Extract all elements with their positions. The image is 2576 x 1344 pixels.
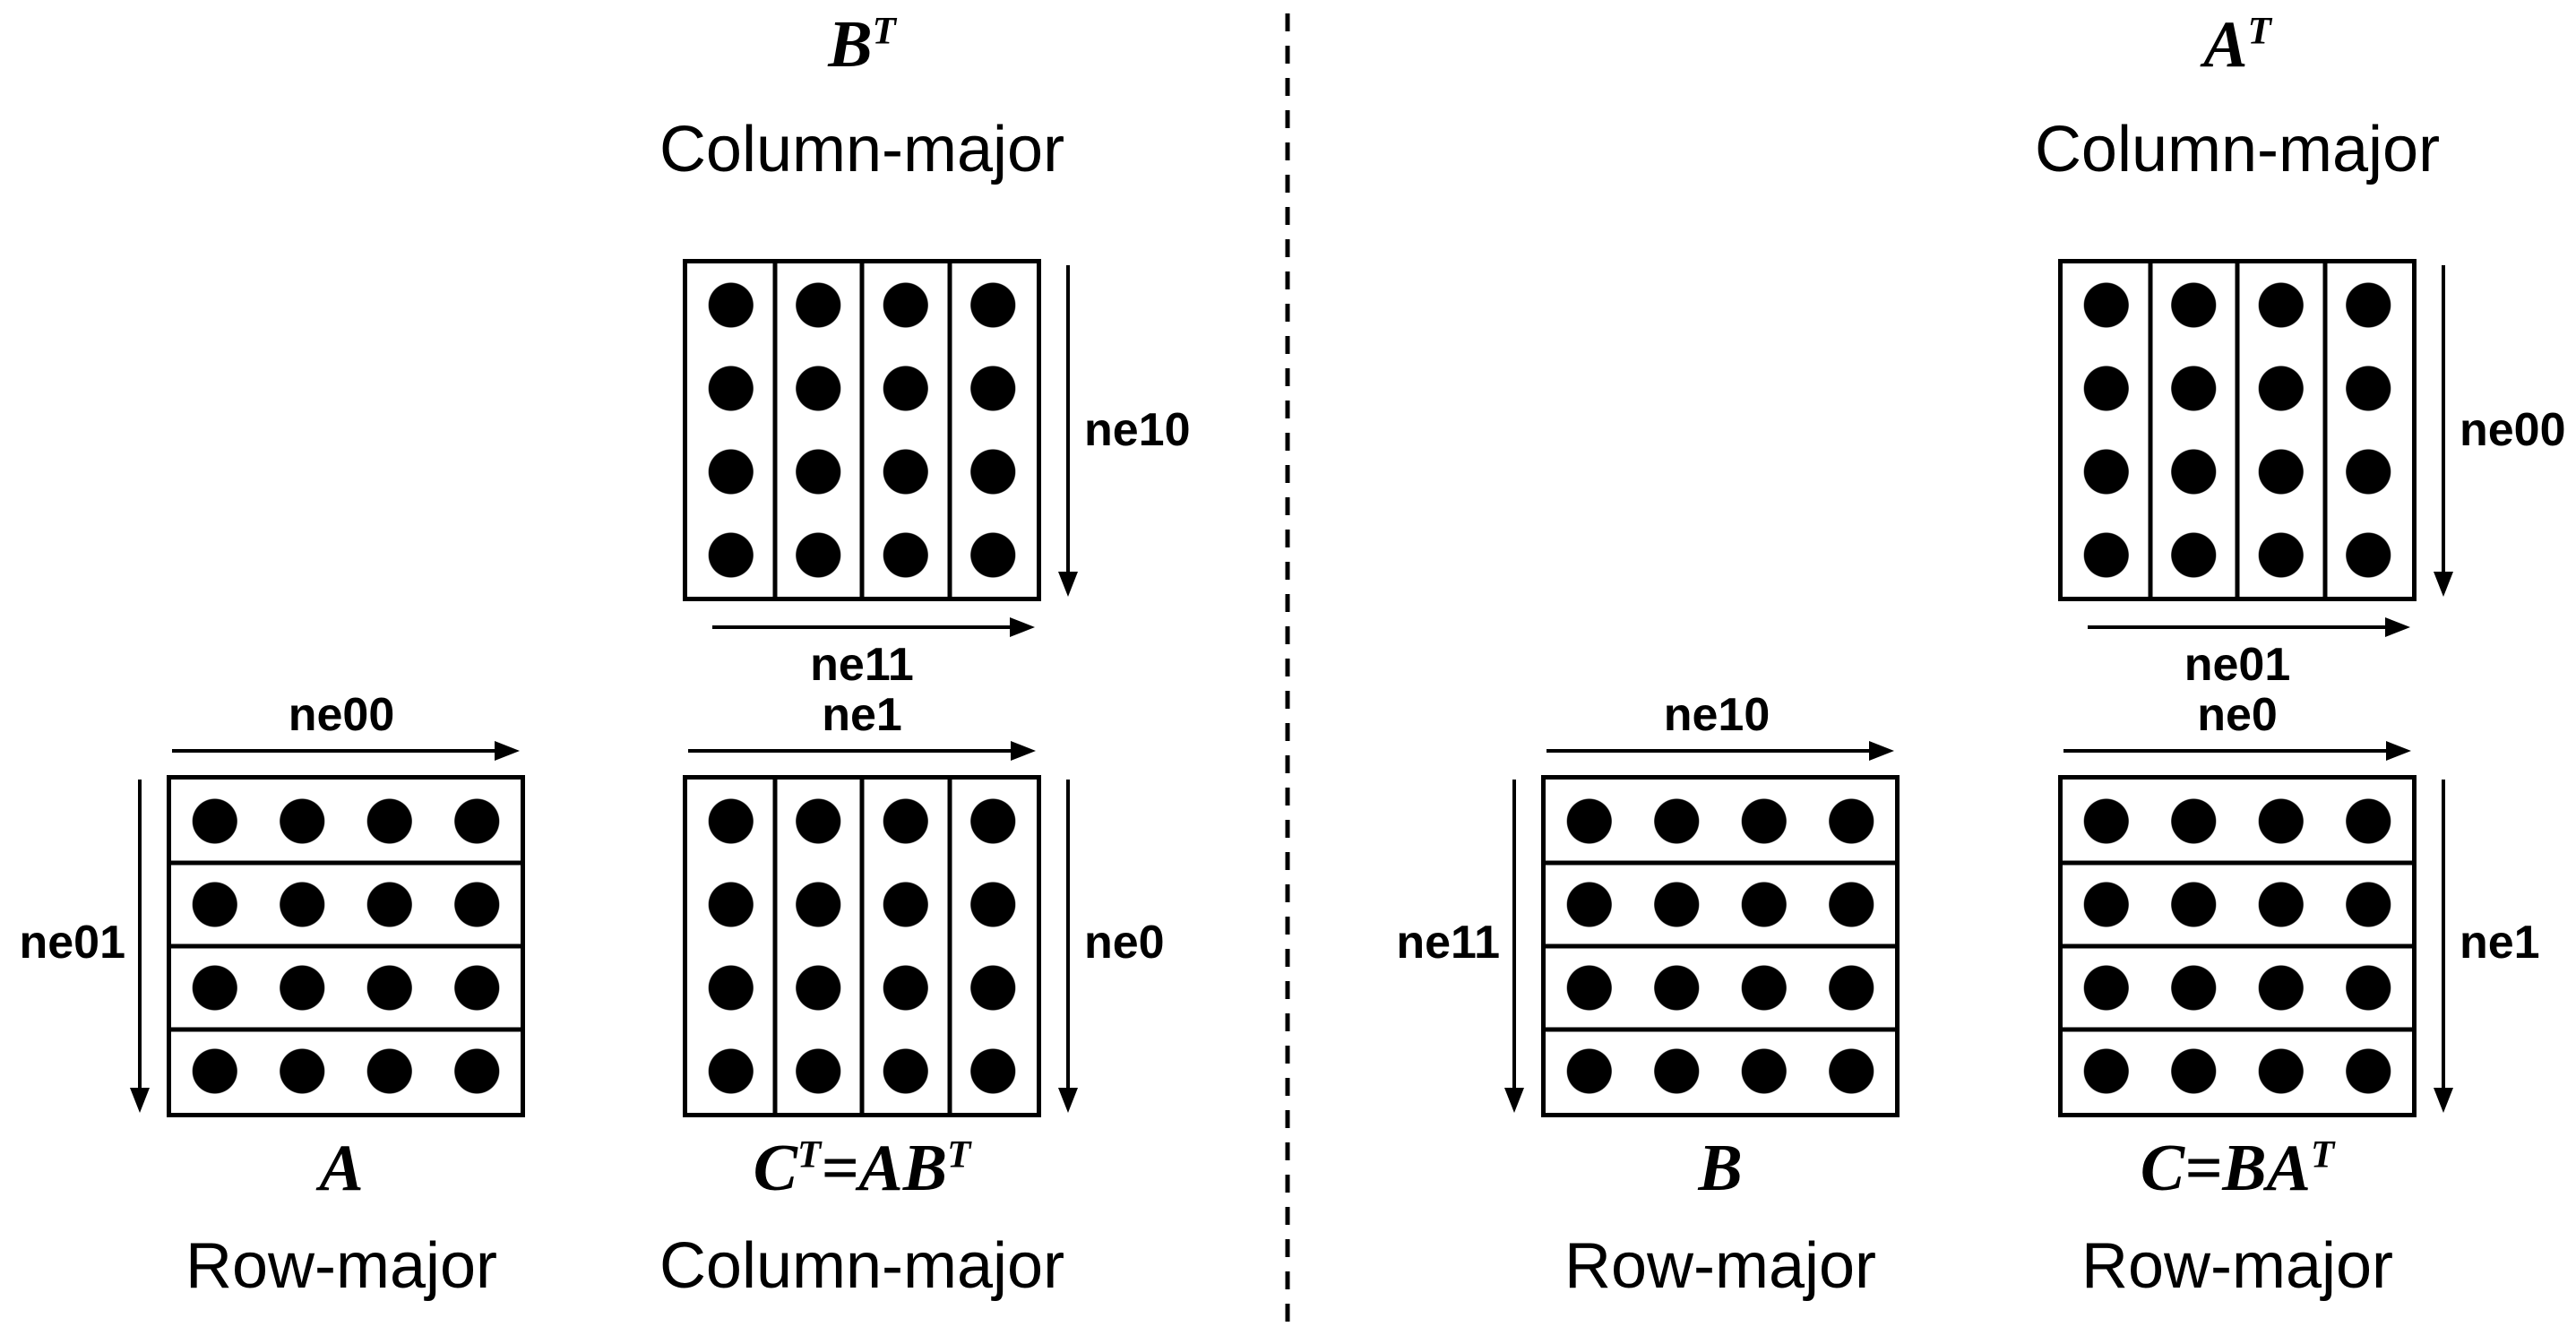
ne00-right-arrow-head <box>2434 572 2453 597</box>
matrix-a <box>167 775 525 1117</box>
axis-label-ne00: ne00 <box>288 689 395 741</box>
row-divider <box>2063 860 2412 866</box>
axis-label-ne11: ne11 <box>810 639 914 691</box>
row-divider <box>2063 1027 2412 1032</box>
axis-label-ne1: ne1 <box>822 689 902 741</box>
layout-label-b: Row-major <box>1564 1230 1877 1302</box>
matrix-title-a-transpose: AT <box>2203 8 2271 82</box>
column-divider <box>772 780 777 1113</box>
row-divider <box>1546 1027 1895 1032</box>
matrix-a-transpose <box>2058 259 2417 601</box>
row-divider <box>2063 943 2412 949</box>
ne10-top-arrow-head <box>1869 741 1894 761</box>
row-divider <box>171 1027 521 1032</box>
ne10-arrow-head <box>1058 572 1078 597</box>
matrix-c <box>2058 775 2417 1117</box>
ne00-arrow-head <box>495 741 520 761</box>
row-divider <box>171 860 521 866</box>
matrix-title-a: A <box>319 1132 364 1205</box>
column-divider <box>947 780 952 1113</box>
matrix-c-transpose <box>683 775 1041 1117</box>
ne11-left-arrow-head <box>1504 1088 1524 1113</box>
axis-label-ne10-top: ne10 <box>1663 689 1770 741</box>
axis-label-ne11-left: ne11 <box>1396 917 1500 969</box>
matrix-title-b: B <box>1698 1132 1743 1205</box>
ne0-arrow-head <box>1058 1088 1078 1113</box>
column-divider <box>2235 263 2240 597</box>
axis-label-ne0: ne0 <box>1084 917 1165 969</box>
ne0-top-arrow-head <box>2386 741 2411 761</box>
ne01-arrow-head <box>130 1088 150 1113</box>
matrix-title-c: C=BAT <box>2140 1132 2335 1205</box>
axis-label-ne10: ne10 <box>1084 404 1191 456</box>
ne01-bottom-arrow-head <box>2385 617 2410 637</box>
axis-label-ne01: ne01 <box>19 917 125 969</box>
layout-label-b-transpose: Column-major <box>659 114 1065 185</box>
column-divider <box>859 263 865 597</box>
ne1-right-arrow-head <box>2434 1088 2453 1113</box>
axis-label-ne01-bottom: ne01 <box>2184 639 2291 691</box>
row-divider <box>1546 860 1895 866</box>
axis-label-ne0-top: ne0 <box>2197 689 2278 741</box>
ne1-arrow-head <box>1011 741 1036 761</box>
column-divider <box>2148 263 2152 597</box>
matrix-b-transpose <box>683 259 1041 601</box>
layout-label-c: Row-major <box>2081 1230 2394 1302</box>
column-divider <box>859 780 865 1113</box>
layout-label-a-transpose: Column-major <box>2034 114 2441 185</box>
axis-label-ne1-right: ne1 <box>2460 917 2540 969</box>
axis-label-ne00-right: ne00 <box>2460 404 2566 456</box>
row-divider <box>171 943 521 949</box>
layout-label-a: Row-major <box>185 1230 498 1302</box>
ne11-arrow-head <box>1010 617 1035 637</box>
column-divider <box>947 263 952 597</box>
layout-label-c-transpose: Column-major <box>659 1230 1065 1302</box>
matrix-title-c-transpose: CT=ABT <box>753 1132 971 1205</box>
column-divider <box>772 263 777 597</box>
column-divider <box>2322 263 2327 597</box>
row-divider <box>1546 943 1895 949</box>
matrix-b <box>1541 775 1900 1117</box>
matrix-title-b-transpose: BT <box>828 8 896 82</box>
